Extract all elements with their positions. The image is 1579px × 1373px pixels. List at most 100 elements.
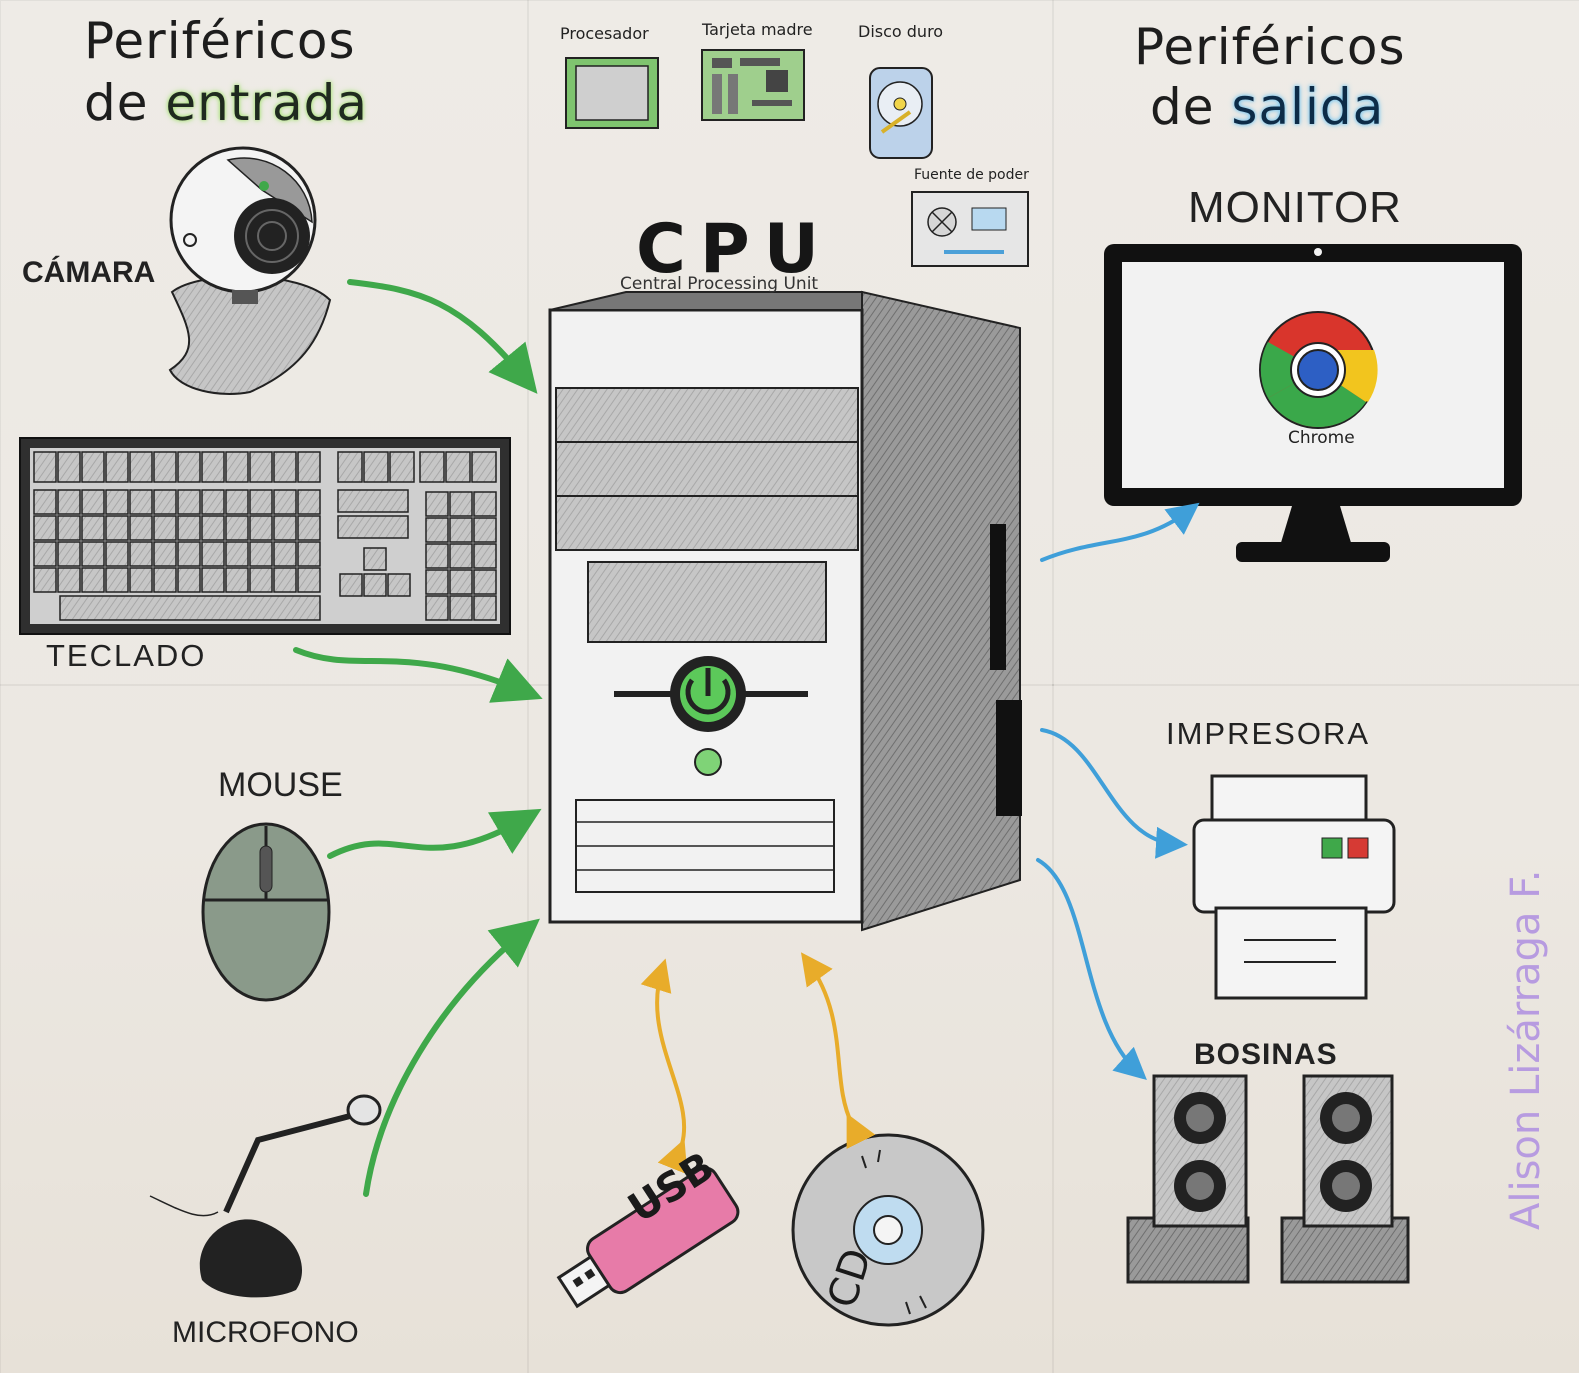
keyboard-key: [425, 517, 449, 543]
microphone-label: MICROFONO: [172, 1316, 359, 1349]
arrow-cpu-to-monitor: [1040, 502, 1200, 562]
storage-arrows: [640, 952, 876, 1175]
paper-panel: [1052, 0, 1579, 686]
printer-icon: [1192, 774, 1396, 1000]
keyboard-key: [177, 451, 201, 483]
cpu-subtitle: Central Processing Unit: [620, 274, 819, 294]
processor-icon: [565, 57, 659, 129]
keyboard-key: [81, 567, 105, 593]
keyboard-key: [297, 515, 321, 541]
keyboard-key: [153, 515, 177, 541]
arrow-camera-to-cpu: [347, 279, 538, 394]
keyboard-key: [419, 451, 445, 483]
keyboard-key: [129, 451, 153, 483]
speakers-label: BOSINAS: [1194, 1038, 1338, 1071]
keyboard-key: [177, 489, 201, 515]
keyboard-key: [249, 567, 273, 593]
keyboard-key: [33, 515, 57, 541]
arrow-cd-cpu: [800, 952, 876, 1150]
keyboard-key: [473, 569, 497, 595]
keyboard-key: [473, 517, 497, 543]
keyboard-key: [201, 567, 225, 593]
keyboard-key: [473, 491, 497, 517]
keyboard-key: [337, 451, 363, 483]
usb-drive-icon: [556, 1166, 740, 1309]
input-title-word: entrada: [165, 74, 369, 132]
cd-icon: [791, 1133, 985, 1327]
output-title-line2: de salida: [1150, 82, 1384, 132]
arrow-cpu-to-printer: [1040, 728, 1188, 859]
cpu-title: CPU: [636, 210, 833, 289]
keyboard-key: [425, 569, 449, 595]
motherboard-icon: [701, 49, 805, 121]
keyboard-key: [473, 595, 497, 621]
monitor-label: MONITOR: [1188, 183, 1402, 232]
printer-label: IMPRESORA: [1166, 716, 1371, 751]
keyboard-key: [105, 567, 129, 593]
keyboard-key: [249, 541, 273, 567]
keyboard-key: [201, 515, 225, 541]
input-title-line2: de entrada: [84, 78, 368, 128]
keyboard-key: [249, 489, 273, 515]
keyboard-key: [297, 567, 321, 593]
keyboard-key: [337, 489, 409, 513]
keyboard-key: [249, 451, 273, 483]
keyboard-key: [129, 567, 153, 593]
keyboard-key: [449, 569, 473, 595]
keyboard-key: [473, 543, 497, 569]
keyboard-key: [425, 491, 449, 517]
chrome-logo-icon: [1259, 311, 1378, 429]
keyboard-key: [425, 595, 449, 621]
keyboard-key: [105, 451, 129, 483]
keyboard-key: [363, 451, 389, 483]
chrome-label: Chrome: [1288, 428, 1355, 448]
keyboard-key: [57, 515, 81, 541]
keyboard-key: [225, 489, 249, 515]
processor-label: Procesador: [560, 24, 649, 43]
keyboard-key: [273, 489, 297, 515]
keyboard-key: [105, 489, 129, 515]
keyboard-key: [363, 573, 387, 597]
input-title-prefix: de: [84, 74, 166, 132]
cpu-tower: [548, 290, 1022, 932]
keyboard-key: [273, 541, 297, 567]
keyboard-key: [449, 595, 473, 621]
keyboard-key: [387, 573, 411, 597]
keyboard-icon: [19, 437, 511, 635]
keyboard-key: [33, 567, 57, 593]
paper-panel: [1052, 684, 1579, 1373]
keyboard-key: [105, 515, 129, 541]
paper-panel: [0, 684, 529, 1373]
keyboard-key: [249, 515, 273, 541]
monitor-icon: [1104, 244, 1522, 562]
author-signature: Alison Lizárraga F.: [1503, 869, 1549, 1231]
keyboard-key: [225, 451, 249, 483]
keyboard-key: [225, 515, 249, 541]
keyboard-key: [129, 489, 153, 515]
input-arrows: [293, 279, 543, 1197]
keyboard-key: [153, 541, 177, 567]
keyboard-key: [57, 451, 81, 483]
speakers-icon: [1126, 1074, 1410, 1284]
keyboard-key: [81, 515, 105, 541]
arrow-cpu-to-speakers: [1036, 858, 1147, 1081]
keyboard-key: [339, 573, 363, 597]
camera-label: CÁMARA: [22, 256, 156, 289]
keyboard-key: [273, 567, 297, 593]
mouse-icon: [201, 822, 331, 1002]
keyboard-key: [33, 489, 57, 515]
keyboard-key: [57, 567, 81, 593]
keyboard-key: [129, 515, 153, 541]
arrow-microphone-to-cpu: [363, 918, 540, 1197]
output-title-prefix: de: [1150, 78, 1232, 136]
output-title-word: salida: [1231, 78, 1385, 136]
keyboard-key: [449, 491, 473, 517]
keyboard-key: [449, 517, 473, 543]
keyboard-key: [297, 489, 321, 515]
power-supply-label: Fuente de poder: [914, 167, 1029, 183]
mouse-label: MOUSE: [218, 766, 343, 804]
keyboard-key: [273, 451, 297, 483]
keyboard-key: [33, 451, 57, 483]
keyboard-key: [297, 541, 321, 567]
